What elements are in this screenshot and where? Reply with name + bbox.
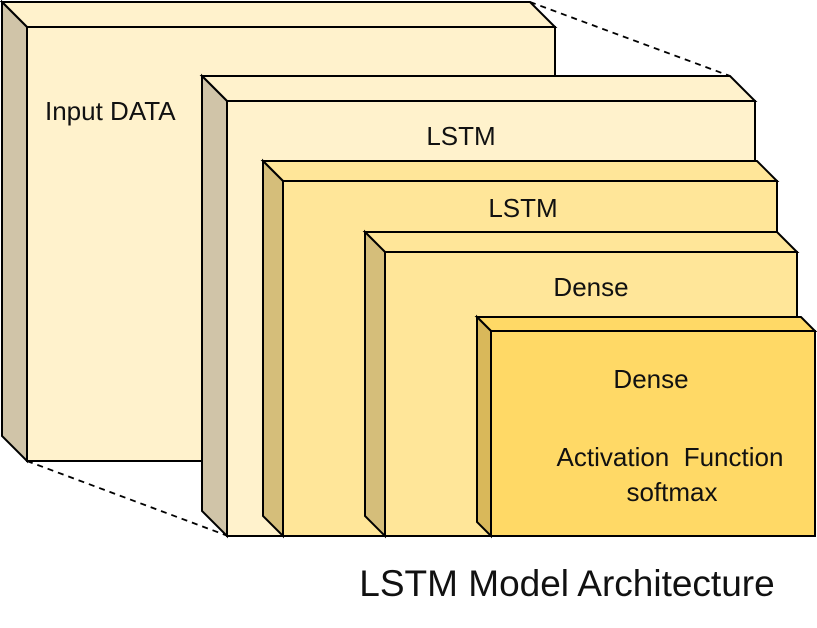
lstm-layer-2-side bbox=[262, 158, 284, 539]
dense-layer-2-side bbox=[476, 314, 492, 539]
projection-line-top bbox=[529, 1, 731, 77]
lstm-layer-1-side bbox=[201, 73, 228, 539]
input-data-label: Input DATA bbox=[45, 96, 176, 126]
dense-layer-2-label: Dense bbox=[613, 364, 688, 394]
activation-function-label: Activation Function bbox=[557, 442, 784, 472]
dense-layer-2-front bbox=[490, 330, 816, 537]
dense-layer-2-block bbox=[474, 314, 817, 539]
dense-layer-1-label: Dense bbox=[553, 272, 628, 302]
softmax-label: softmax bbox=[626, 477, 717, 507]
lstm-layer-2-label: LSTM bbox=[488, 193, 557, 223]
input-data-block-side bbox=[1, 0, 28, 464]
lstm-layer-2-top bbox=[260, 160, 780, 182]
lstm-layer-1-top bbox=[199, 75, 758, 102]
dense-layer-1-top bbox=[362, 231, 800, 253]
projection-line-bottom bbox=[26, 460, 229, 537]
input-data-block-top bbox=[0, 1, 558, 28]
dense-layer-1-side bbox=[364, 229, 386, 539]
diagram-caption: LSTM Model Architecture bbox=[359, 563, 774, 604]
lstm-layer-1-label: LSTM bbox=[426, 121, 495, 151]
dense-layer-2-top bbox=[474, 316, 817, 332]
